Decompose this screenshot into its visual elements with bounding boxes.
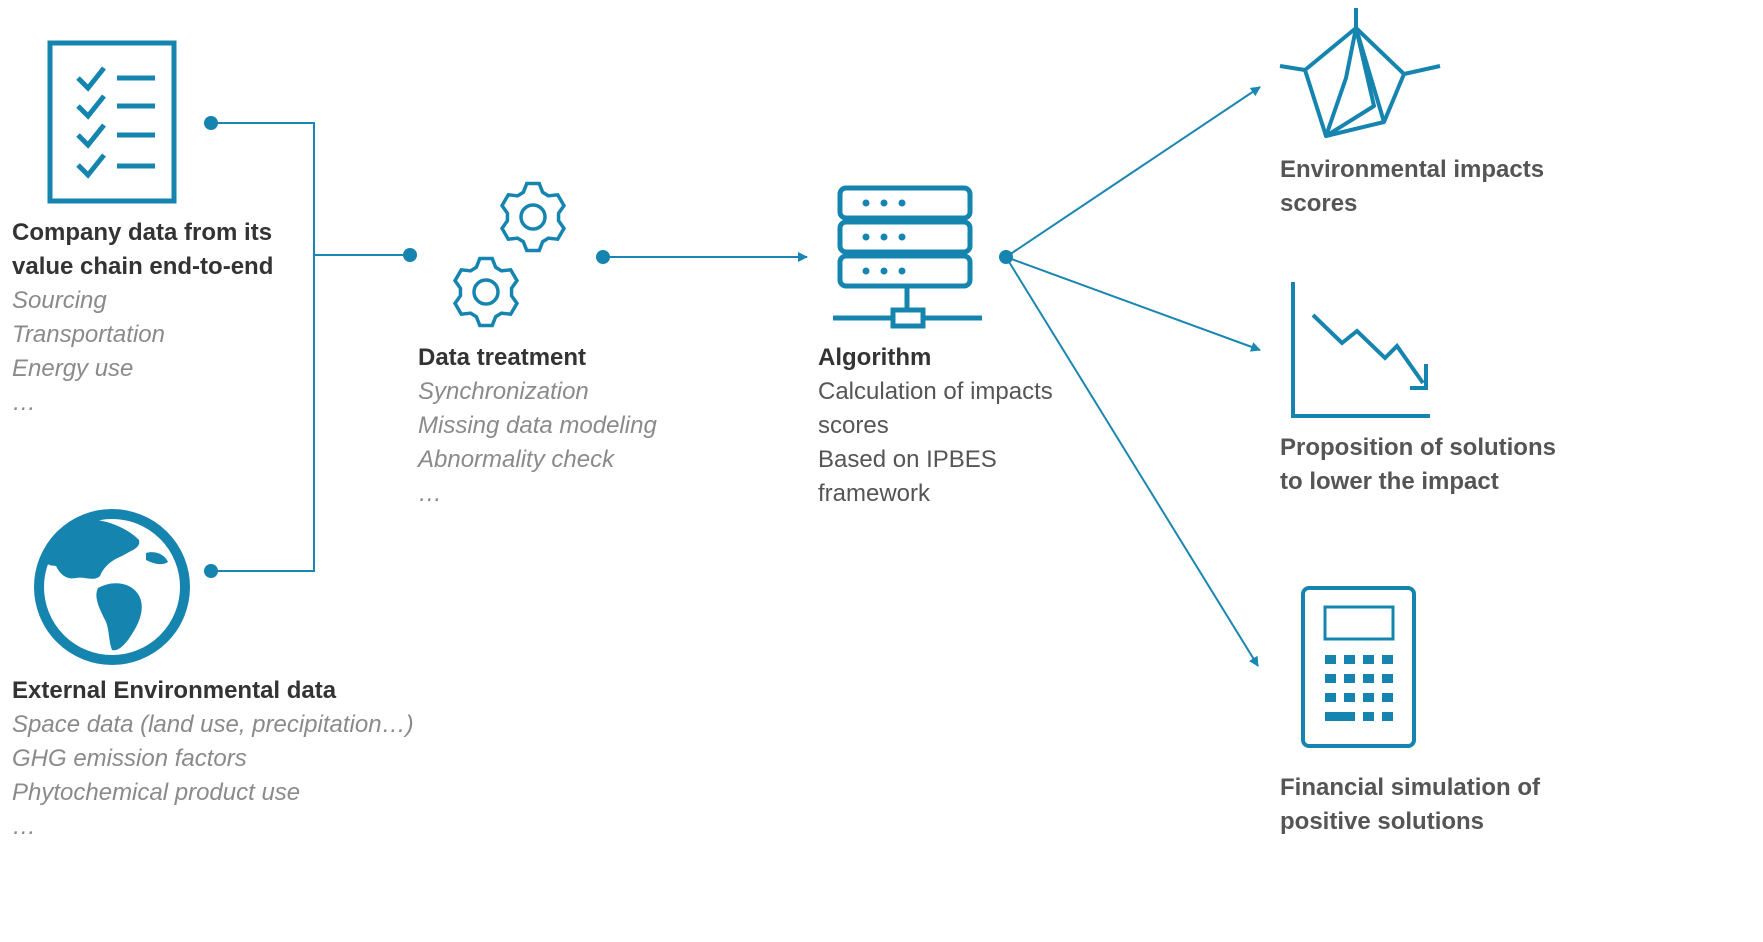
scores-line-2: scores: [1280, 190, 1358, 217]
treatment-item-more: …: [418, 480, 442, 507]
external-dot: [204, 564, 218, 578]
external-item-more: …: [12, 813, 36, 840]
algorithm-line-1: Calculation of impacts: [818, 378, 1053, 405]
calculator-icon: [1301, 586, 1416, 748]
treatment-item-abnormality: Abnormality check: [418, 446, 615, 473]
connectors: [211, 86, 1261, 667]
solutions-line-2: to lower the impact: [1280, 468, 1499, 495]
company-item-energy: Energy use: [12, 355, 134, 382]
solutions-line-1: Proposition of solutions: [1280, 434, 1556, 461]
algorithm-line-2: scores: [818, 412, 889, 439]
external-item-space: Space data (land use, precipitation…): [12, 711, 414, 738]
algorithm-to-financial-arrow: [1005, 256, 1259, 667]
financial-line-1: Financial simulation of: [1280, 774, 1541, 801]
external-item-ghg: GHG emission factors: [12, 745, 247, 772]
server-icon: [833, 185, 982, 329]
company-item-sourcing: Sourcing: [12, 287, 107, 314]
output-solutions-block: Proposition of solutions to lower the im…: [1280, 431, 1556, 499]
algorithm-to-solutions-arrow: [1005, 256, 1261, 352]
treatment-item-sync: Synchronization: [418, 378, 589, 405]
external-connector: [211, 255, 315, 572]
scores-line-1: Environmental impacts: [1280, 156, 1545, 183]
radar-chart-icon: [1279, 8, 1441, 138]
gears-icon: [452, 181, 567, 328]
external-data-block: External Environmental data Space data (…: [12, 674, 414, 844]
connector-dots: [204, 116, 1013, 578]
data-treatment-block: Data treatment Synchronization Missing d…: [418, 341, 657, 511]
treatment-item-missing: Missing data modeling: [418, 412, 657, 439]
company-item-more: …: [12, 389, 36, 416]
company-item-transportation: Transportation: [12, 321, 165, 348]
algorithm-line-3: Based on IPBES: [818, 446, 997, 473]
company-connector: [211, 122, 410, 256]
company-title-line-1: Company data from its: [12, 219, 273, 246]
treatment-title: Data treatment: [418, 344, 587, 371]
company-data-block: Company data from its value chain end-to…: [12, 216, 273, 420]
company-title-line-2: value chain end-to-end: [12, 253, 274, 280]
external-item-phyto: Phytochemical product use: [12, 779, 301, 806]
globe-icon: [34, 509, 190, 665]
algorithm-block: Algorithm Calculation of impacts scores …: [818, 341, 1053, 511]
output-financial-block: Financial simulation of positive solutio…: [1280, 771, 1540, 839]
algorithm-line-4: framework: [818, 480, 931, 507]
checklist-icon: [47, 40, 177, 204]
external-title: External Environmental data: [12, 677, 337, 704]
treatment-dot: [596, 250, 610, 264]
financial-line-2: positive solutions: [1280, 808, 1485, 835]
company-dot: [204, 116, 218, 130]
algorithm-title: Algorithm: [818, 344, 932, 371]
decreasing-chart-icon: [1291, 282, 1430, 418]
output-scores-block: Environmental impacts scores: [1280, 153, 1544, 221]
algorithm-dot: [999, 250, 1013, 264]
algorithm-to-scores-arrow: [1005, 86, 1261, 258]
junction-dot: [403, 248, 417, 262]
